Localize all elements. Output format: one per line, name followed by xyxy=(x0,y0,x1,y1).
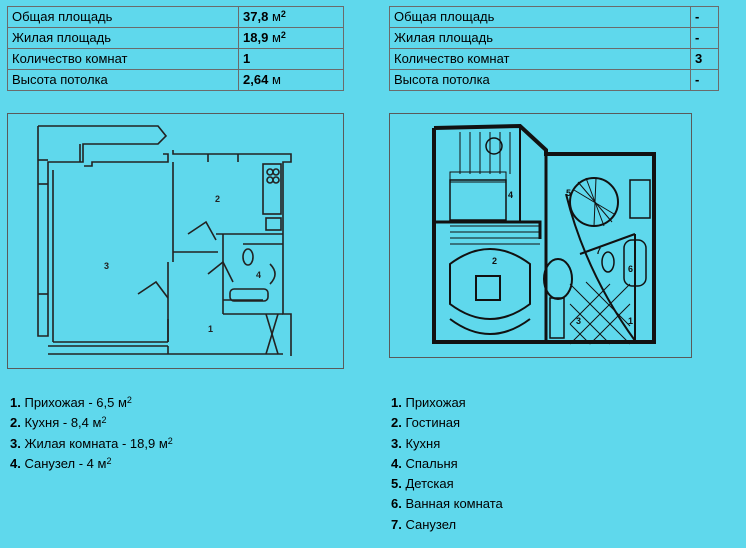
room-number: 5 xyxy=(566,188,571,198)
spec-label: Жилая площадь xyxy=(7,27,239,49)
spec-value: 18,9 м2 xyxy=(238,27,344,49)
list-item: 6. Ванная комната xyxy=(391,496,503,512)
spec-value: - xyxy=(690,27,719,49)
table-row: Количество комнат 3 xyxy=(389,48,719,70)
right-floor-plan: 1 2 3 4 5 6 7 xyxy=(432,123,656,345)
left-legend: 1. Прихожая - 6,5 м2 2. Кухня - 8,4 м2 3… xyxy=(10,393,173,474)
list-item: 2. Гостиная xyxy=(391,415,461,431)
spec-label: Высота потолка xyxy=(7,69,239,91)
room-number: 6 xyxy=(628,264,633,274)
room-number: 7 xyxy=(596,246,601,256)
room-number: 3 xyxy=(104,261,109,271)
right-legend: 1. Прихожая 2. Гостиная 3. Кухня 4. Спал… xyxy=(391,393,503,535)
list-item: 1. Прихожая xyxy=(391,395,466,410)
spec-label: Общая площадь xyxy=(389,6,691,28)
left-spec-table: Общая площадь 37,8 м2 Жилая площадь 18,9… xyxy=(7,6,344,91)
room-number: 1 xyxy=(628,316,633,326)
spec-label: Количество комнат xyxy=(7,48,239,70)
table-row: Количество комнат 1 xyxy=(7,48,344,70)
room-number: 4 xyxy=(508,190,513,200)
spec-label: Общая площадь xyxy=(7,6,239,28)
table-row: Жилая площадь 18,9 м2 xyxy=(7,27,344,49)
list-item: 1. Прихожая - 6,5 м2 xyxy=(10,395,132,410)
room-number: 3 xyxy=(576,316,581,326)
spec-label: Высота потолка xyxy=(389,69,691,91)
spec-value: - xyxy=(690,6,719,28)
spec-value: 3 xyxy=(690,48,719,70)
spec-value: 1 xyxy=(238,48,344,70)
right-spec-table: Общая площадь - Жилая площадь - Количест… xyxy=(389,6,719,91)
spec-label: Количество комнат xyxy=(389,48,691,70)
list-item: 2. Кухня - 8,4 м2 xyxy=(10,415,107,431)
table-row: Высота потолка 2,64 м xyxy=(7,69,344,91)
left-floor-plan-frame: 2 3 4 1 xyxy=(7,113,344,369)
list-item: 5. Детская xyxy=(391,476,454,492)
list-item: 3. Жилая комната - 18,9 м2 xyxy=(10,435,173,451)
room-number: 2 xyxy=(492,256,497,266)
right-floor-plan-frame: 1 2 3 4 5 6 7 xyxy=(389,113,692,358)
left-floor-plan: 2 3 4 1 xyxy=(37,125,292,356)
list-item: 3. Кухня xyxy=(391,435,441,451)
table-row: Общая площадь 37,8 м2 xyxy=(7,6,344,28)
room-number: 4 xyxy=(256,270,261,280)
spec-value: - xyxy=(690,69,719,91)
room-number: 1 xyxy=(208,324,213,334)
list-item: 4. Санузел - 4 м2 xyxy=(10,455,112,471)
list-item: 7. Санузел xyxy=(391,516,457,532)
table-row: Высота потолка - xyxy=(389,69,719,91)
table-row: Общая площадь - xyxy=(389,6,719,28)
spec-value: 2,64 м xyxy=(238,69,344,91)
room-number: 2 xyxy=(215,194,220,204)
table-row: Жилая площадь - xyxy=(389,27,719,49)
spec-label: Жилая площадь xyxy=(389,27,691,49)
spec-value: 37,8 м2 xyxy=(238,6,344,28)
list-item: 4. Спальня xyxy=(391,455,458,471)
